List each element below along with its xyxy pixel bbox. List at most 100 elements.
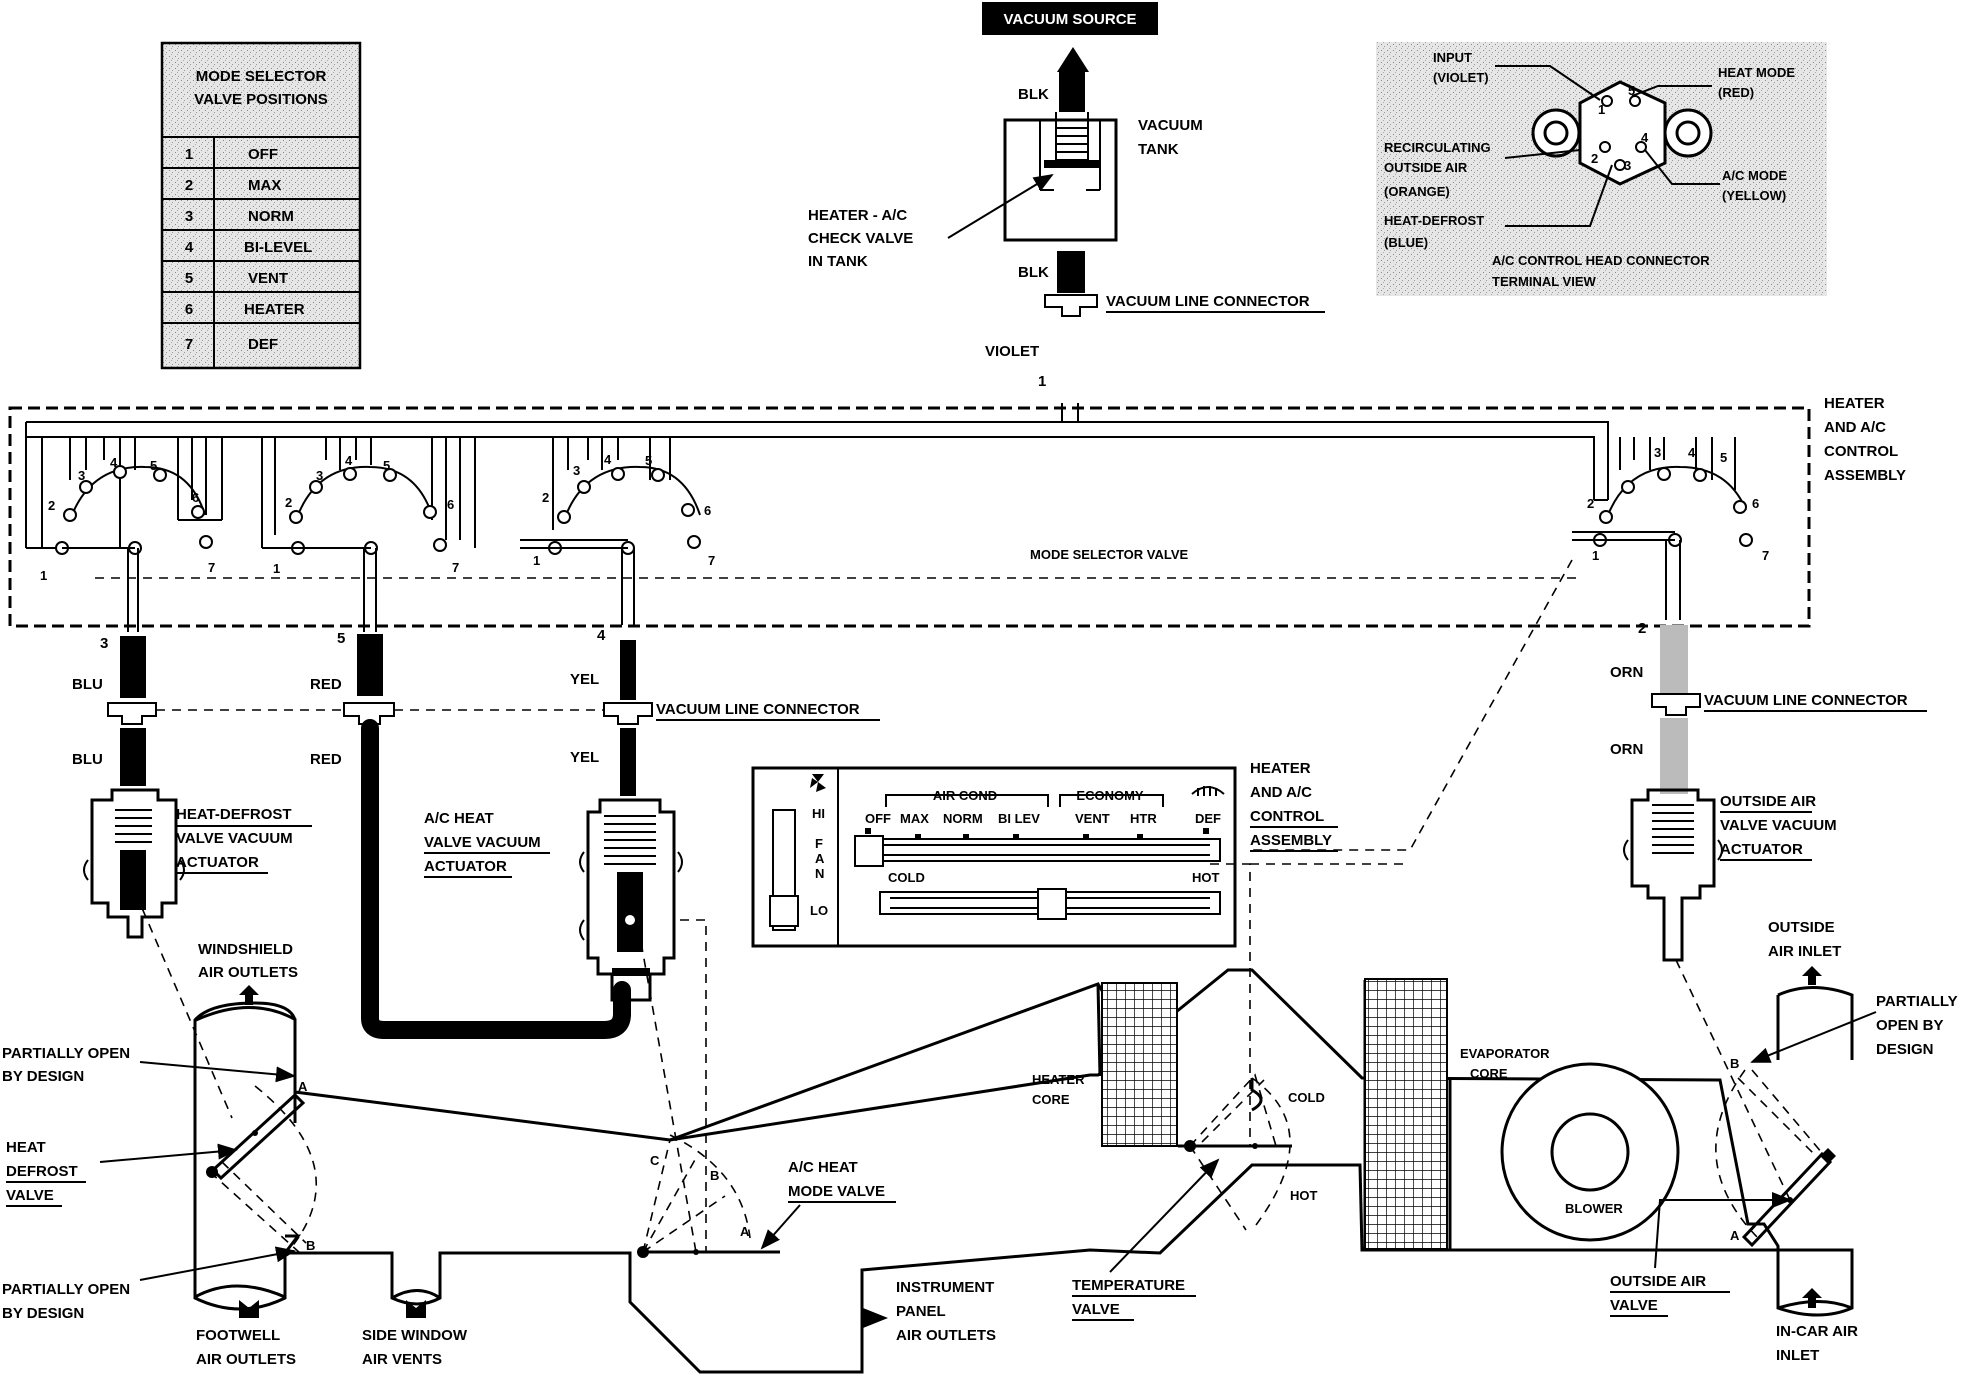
fan-slider-knob[interactable] xyxy=(769,895,799,927)
valve-pos-label: 6 xyxy=(1752,496,1759,511)
panel-assembly-label-3: CONTROL xyxy=(1250,808,1324,825)
side-window-label-1: SIDE WINDOW xyxy=(362,1327,468,1344)
instrument-panel-label-1: INSTRUMENT xyxy=(896,1279,994,1296)
outside-air-valve-label-2: VALVE xyxy=(1610,1297,1658,1314)
mode-option-bilev[interactable]: BI LEV xyxy=(998,811,1040,826)
ac-heat-actuator-label-1: A/C HEAT xyxy=(424,810,494,827)
vacuum-tank: VACUUM TANK HEATER - A/C CHECK VALVE IN … xyxy=(808,112,1325,390)
mode-option-def[interactable]: DEF xyxy=(1195,811,1221,826)
orn-hose-line: 2 ORN VACUUM LINE CONNECTOR ORN xyxy=(1610,540,1927,794)
tank-connector-label: VACUUM LINE CONNECTOR xyxy=(1106,293,1310,310)
evaporator-label-2: CORE xyxy=(1470,1066,1508,1081)
table-row-num: 6 xyxy=(185,301,193,318)
orn-connector-label: VACUUM LINE CONNECTOR xyxy=(1704,692,1908,709)
valve-pos-label: 1 xyxy=(273,561,280,576)
orn-label-2: ORN xyxy=(1610,741,1643,758)
table-row-num: 1 xyxy=(185,146,193,163)
ac-heat-mode-valve-label-1: A/C HEAT xyxy=(788,1159,858,1176)
valve-pos-label: 5 xyxy=(383,458,390,473)
table-row-mode: BI-LEVEL xyxy=(244,239,312,256)
blower-label: BLOWER xyxy=(1565,1201,1623,1216)
vacuum-tank-label-1: VACUUM xyxy=(1138,117,1203,134)
assembly-label-1: HEATER xyxy=(1824,395,1885,412)
blu-connector-icon xyxy=(107,702,157,725)
valve-pos-label: 5 xyxy=(150,458,157,473)
valve-pos-label: 4 xyxy=(1688,445,1696,460)
check-valve-label-1: HEATER - A/C xyxy=(808,207,907,224)
table-row-num: 5 xyxy=(185,270,193,287)
fan-lo-label: LO xyxy=(810,903,828,918)
check-valve-label-2: CHECK VALVE xyxy=(808,230,913,247)
ac-heat-actuator-label-2: VALVE VACUUM xyxy=(424,834,541,851)
mode-selector-table: MODE SELECTOR VALVE POSITIONS 1 OFF 2 MA… xyxy=(160,41,362,370)
valve-pos-label: 6 xyxy=(447,497,454,512)
outside-air-actuator: OUTSIDE AIR VALVE VACUUM ACTUATOR xyxy=(1623,788,1837,962)
heat-defrost-actuator-label-1: HEAT-DEFROST xyxy=(176,806,292,823)
mode-table-title-2: VALVE POSITIONS xyxy=(194,91,328,108)
connector-input-label-2: (VIOLET) xyxy=(1433,70,1489,85)
partially-open-design-label-1: PARTIALLY xyxy=(1876,993,1958,1010)
mode-option-vent[interactable]: VENT xyxy=(1075,811,1110,826)
mode-indicator-dots xyxy=(865,828,1209,840)
temp-slider-knob[interactable] xyxy=(1037,888,1067,920)
svg-text:5: 5 xyxy=(1628,83,1635,98)
valve-pos-label: 5 xyxy=(645,453,652,468)
port-5-label: 5 xyxy=(337,630,345,647)
connector-ac-mode-label-1: A/C MODE xyxy=(1722,168,1787,183)
vacuum-tank-label-2: TANK xyxy=(1138,141,1179,158)
side-window-label-2: AIR VENTS xyxy=(362,1351,442,1368)
yel-label-1: YEL xyxy=(570,671,599,688)
footwell-label-1: FOOTWELL xyxy=(196,1327,280,1344)
fan-label-n: N xyxy=(815,866,824,881)
mode-option-off[interactable]: OFF xyxy=(865,811,891,826)
duct-cold-label: COLD xyxy=(1288,1090,1325,1105)
ac-heat-actuator: A/C HEAT VALVE VACUUM ACTUATOR xyxy=(424,798,683,1002)
blk-hose-top xyxy=(1059,72,1085,112)
outside-air-valve-label-1: OUTSIDE AIR xyxy=(1610,1273,1706,1290)
windshield-arrow-icon xyxy=(239,985,259,1005)
temp-hot-label: HOT xyxy=(1192,870,1220,885)
mode-selector-valve-section-2: 2 3 4 5 6 7 1 xyxy=(261,437,476,576)
valve-pos-label: 2 xyxy=(1587,496,1594,511)
port-1-label: 1 xyxy=(1038,373,1046,390)
mode-slider-knob[interactable] xyxy=(854,835,884,867)
valve-pos-label: 2 xyxy=(48,498,55,513)
valve-pos-label: 3 xyxy=(316,468,323,483)
partially-open-design-label-2: OPEN BY xyxy=(1876,1017,1944,1034)
mode-label-row: OFF MAX NORM BI LEV VENT HTR DEF xyxy=(865,811,1221,826)
red-label-2: RED xyxy=(310,751,342,768)
valve-pos-label: 7 xyxy=(208,560,215,575)
mode-option-htr[interactable]: HTR xyxy=(1130,811,1157,826)
control-assembly-box: HEATER AND A/C CONTROL ASSEMBLY MODE SEL… xyxy=(8,395,1906,628)
temperature-valve-label-1: TEMPERATURE xyxy=(1072,1277,1185,1294)
valve-pos-label: 6 xyxy=(192,490,199,505)
heater-core xyxy=(1101,982,1178,1147)
fan-label-f: F xyxy=(815,836,823,851)
partially-open-a-label-2: BY DESIGN xyxy=(2,1068,84,1085)
instrument-panel-label-2: PANEL xyxy=(896,1303,946,1320)
outside-air-inlet-arrow-icon xyxy=(1802,966,1822,985)
table-row-mode: NORM xyxy=(248,208,294,225)
point-a-left: A xyxy=(298,1079,308,1094)
heat-defrost-valve-label-3: VALVE xyxy=(6,1187,54,1204)
valve-pos-label: 2 xyxy=(285,495,292,510)
valve-pos-label: 7 xyxy=(708,553,715,568)
connector-caption-1: A/C CONTROL HEAD CONNECTOR xyxy=(1492,253,1710,268)
check-valve-label-3: IN TANK xyxy=(808,253,868,270)
valve-pos-label: 2 xyxy=(542,490,549,505)
mode-option-norm[interactable]: NORM xyxy=(943,811,983,826)
svg-text:2: 2 xyxy=(1591,151,1598,166)
valve-pos-label: 1 xyxy=(533,553,540,568)
temp-cold-label: COLD xyxy=(888,870,925,885)
partially-open-a-label-1: PARTIALLY OPEN xyxy=(2,1045,130,1062)
mode-option-max[interactable]: MAX xyxy=(900,811,929,826)
table-row-num: 4 xyxy=(185,239,194,256)
point-b-right: B xyxy=(1730,1056,1739,1071)
mode-selector-valve-section-4: 2 3 4 5 6 7 1 xyxy=(1572,437,1769,563)
windshield-label-1: WINDSHIELD xyxy=(198,941,293,958)
valve-pos-label: 4 xyxy=(604,452,612,467)
mode-slider-track[interactable] xyxy=(854,838,1221,862)
partially-open-b-label-2: BY DESIGN xyxy=(2,1305,84,1322)
outside-air-actuator-label-1: OUTSIDE AIR xyxy=(1720,793,1816,810)
